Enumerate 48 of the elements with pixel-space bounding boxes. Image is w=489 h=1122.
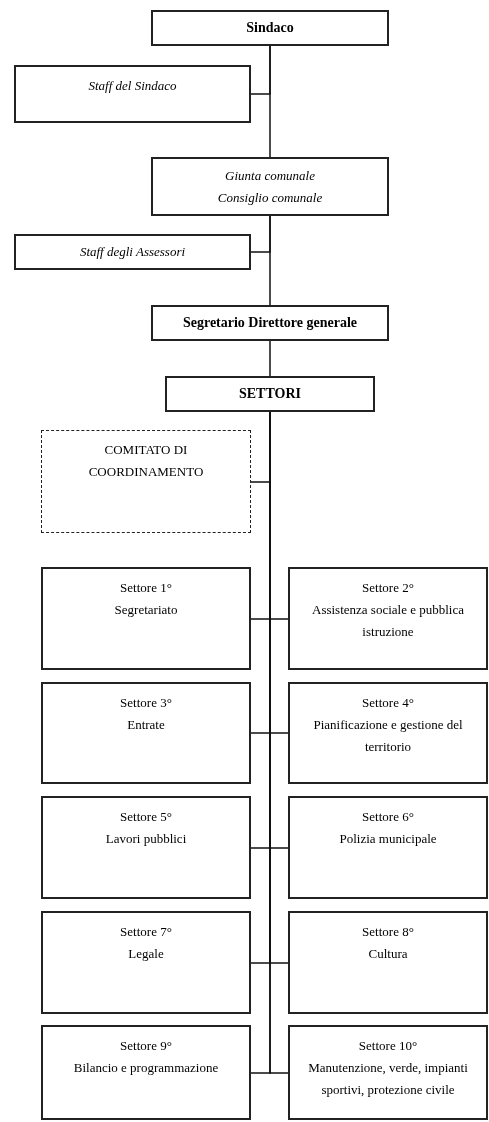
box-text: Settore 2°: [362, 579, 414, 597]
box-text: Settore 4°: [362, 694, 414, 712]
connector-line: [269, 215, 271, 306]
box-text: Giunta comunale: [225, 166, 315, 185]
box-text: Settore 10°: [358, 1037, 418, 1055]
org-box: [151, 305, 389, 341]
org-box: [14, 234, 251, 270]
box-text: Manutenzione, verde, impianti sportivi, protezione civile: [307, 1059, 469, 1099]
box-text: Polizia municipale: [339, 830, 437, 848]
box-text: Settore 3°: [120, 694, 172, 712]
box-text: Sindaco: [246, 19, 294, 37]
box-text: Settore 1°: [120, 579, 172, 597]
org-box: [14, 65, 251, 123]
box-text: Bilancio e programmazione: [73, 1059, 219, 1077]
box-text: Legale: [128, 945, 164, 963]
box-text: Consiglio comunale: [217, 188, 323, 207]
box-text: Segretario Direttore generale: [182, 314, 358, 332]
box-text: Entrate: [127, 716, 165, 734]
org-box: [41, 796, 251, 899]
org-box: [41, 911, 251, 1014]
box-text: Staff del Sindaco: [88, 77, 177, 95]
org-box: [41, 682, 251, 784]
box-text: Pianificazione e gestione del territorio: [312, 716, 464, 756]
org-box: [151, 10, 389, 46]
box-text: Settore 6°: [362, 808, 414, 826]
box-text: Cultura: [368, 945, 408, 963]
connector-line: [269, 45, 271, 158]
org-box: [288, 911, 488, 1014]
connector-line: [269, 340, 271, 377]
box-text: Settore 5°: [120, 808, 172, 826]
box-text: Segretariato: [114, 601, 178, 619]
box-text: Staff degli Assessori: [79, 243, 186, 261]
box-text: Settore 8°: [362, 923, 414, 941]
box-text: COMITATO DI COORDINAMENTO: [87, 441, 205, 481]
box-text: Assistenza sociale e pubblica istruzione: [311, 601, 465, 641]
org-box: [288, 1025, 488, 1120]
org-box: [41, 1025, 251, 1120]
box-text: Lavori pubblici: [105, 830, 187, 848]
org-box: [41, 430, 251, 533]
org-box: [288, 796, 488, 899]
org-box: [288, 682, 488, 784]
box-text: Settore 9°: [120, 1037, 172, 1055]
org-box: [165, 376, 375, 412]
org-box: [288, 567, 488, 670]
org-box: [151, 157, 389, 216]
box-text: SETTORI: [239, 385, 301, 403]
org-box: [41, 567, 251, 670]
box-text: Settore 7°: [120, 923, 172, 941]
